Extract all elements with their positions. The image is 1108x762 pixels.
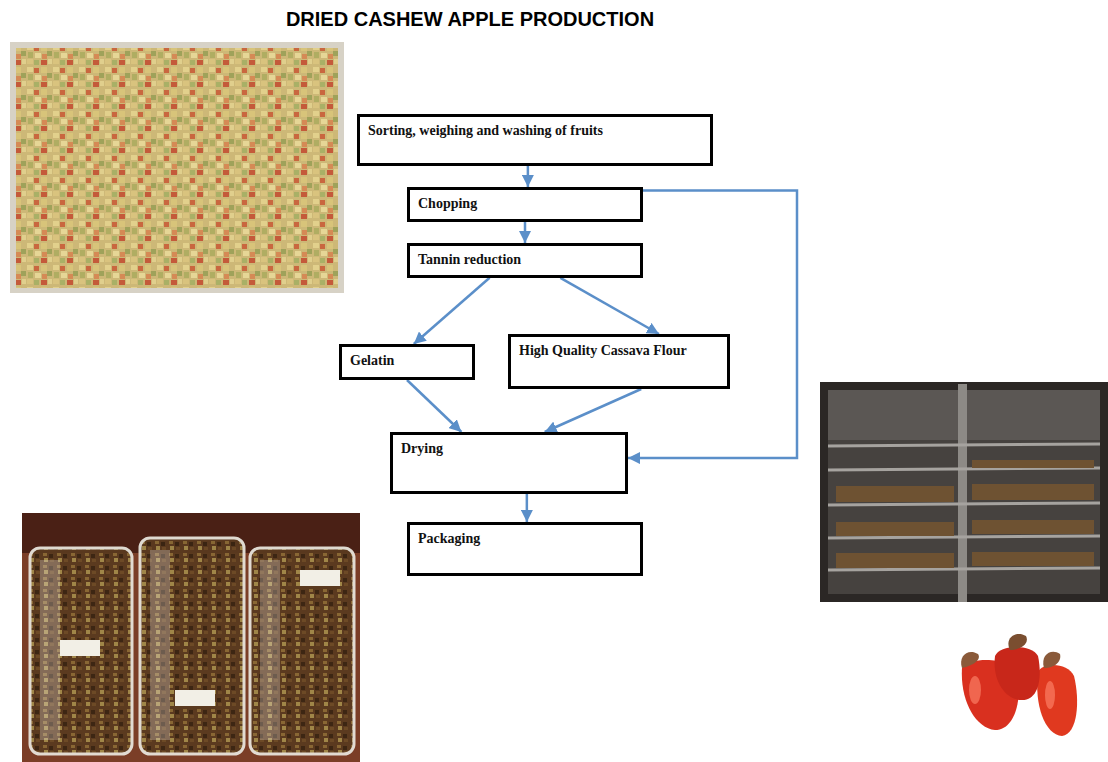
dried-cubes-photo (10, 42, 344, 293)
cashew-apple (1037, 665, 1077, 736)
tray-load (836, 522, 954, 536)
process-box: Sorting, weighing and washing of fruits (357, 114, 713, 166)
cashew-apples-picture (961, 634, 1077, 736)
shelf (828, 444, 1100, 446)
shelf (828, 468, 1100, 470)
diagram-title: DRIED CASHEW APPLE PRODUCTION (170, 8, 770, 31)
oven-shelves (828, 444, 1100, 570)
flow-arrow (545, 389, 642, 432)
packaged-product-photo (22, 513, 360, 762)
tray-load (836, 553, 954, 568)
process-box: Tannin reduction (407, 243, 643, 278)
drying-oven-photo (820, 382, 1108, 602)
drying-trays (836, 460, 1094, 568)
product-bag (250, 548, 354, 754)
highlight (969, 676, 981, 704)
tray-load (972, 552, 1094, 566)
product-bag (30, 548, 132, 754)
tray-load (972, 484, 1094, 500)
product-bag (140, 538, 244, 754)
tray-load (972, 460, 1094, 468)
cashew-cubes (16, 48, 338, 288)
table-surface (22, 513, 360, 762)
tray-load (972, 520, 1094, 534)
photo-ground (10, 42, 344, 293)
bag-shine (40, 560, 60, 740)
cashew-apple (995, 647, 1040, 700)
bag-tag (175, 690, 215, 706)
cashew-nut (1008, 634, 1027, 650)
step-label: Sorting, weighing and washing of fruits (368, 123, 702, 140)
flow-arrow (414, 278, 490, 344)
process-box: Chopping (407, 187, 643, 222)
cashew-nut (1043, 652, 1060, 668)
step-label: Chopping (418, 196, 632, 213)
process-box: Packaging (407, 522, 643, 576)
tray-load (836, 486, 954, 502)
bag-tag (300, 570, 340, 586)
flow-arrow (407, 380, 461, 432)
process-box: Drying (390, 432, 628, 494)
flow-arrow (560, 278, 659, 334)
shelf (828, 536, 1100, 538)
shelf (828, 568, 1100, 570)
oven-body (820, 382, 1108, 602)
process-box: High Quality Cassava Flour (508, 334, 730, 389)
flow-arrow (524, 222, 527, 243)
step-label: Gelatin (350, 353, 464, 370)
cashew-nut (961, 652, 979, 668)
step-label: High Quality Cassava Flour (519, 343, 719, 360)
flow-arrow (526, 494, 529, 522)
shelf (828, 503, 1100, 505)
process-box: Gelatin (339, 344, 475, 380)
bag-shine (150, 550, 170, 740)
flow-arrow (628, 190, 797, 458)
step-label: Packaging (418, 531, 632, 548)
highlight (1045, 681, 1055, 709)
bag-shine (260, 560, 280, 740)
bag-tag (60, 640, 100, 656)
flow-arrow (527, 166, 530, 187)
step-label: Drying (401, 441, 617, 458)
step-label: Tannin reduction (418, 252, 632, 269)
